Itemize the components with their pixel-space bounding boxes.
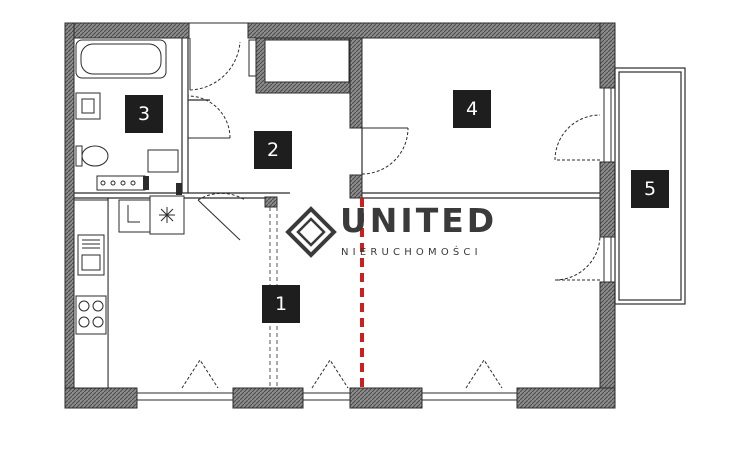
outer-walls (64, 22, 616, 409)
wall-top-left (64, 22, 190, 39)
room-label-4: 4 (453, 90, 491, 128)
windows (137, 22, 612, 401)
wall-bottom-2 (232, 387, 304, 409)
wall-bottom-1 (64, 387, 138, 409)
wall-right-upper (599, 22, 616, 89)
wardrobe (264, 39, 350, 83)
washbasin-bowl (81, 98, 95, 114)
room-label-2: 2 (254, 131, 292, 169)
toilet-tank (75, 145, 83, 167)
burner-3 (78, 316, 90, 328)
wall-room4-left-lower (349, 174, 363, 199)
room-label-5: 5 (631, 170, 669, 208)
wall-bottom-3 (349, 387, 423, 409)
bathroom-fixtures (75, 39, 185, 235)
wall-pillar-small (264, 196, 278, 208)
sink-drainer (82, 239, 100, 249)
doors (181, 38, 601, 389)
burner-1 (78, 300, 90, 312)
fixture-dark-marks (143, 176, 182, 195)
wall-bottom-4 (516, 387, 616, 409)
burner-2 (92, 300, 104, 312)
diamond-logo-icon (285, 206, 337, 258)
washing-machine (147, 149, 179, 173)
sink-bowl (81, 254, 101, 271)
wardrobe-door (248, 39, 257, 77)
dashed-partition (269, 207, 278, 388)
cooktop (75, 295, 107, 335)
kitchen-fixtures (73, 199, 109, 389)
bathtub-inner (80, 43, 162, 75)
shaft (118, 199, 151, 233)
wall-top-right (247, 22, 616, 39)
kitchen-counter (73, 199, 109, 389)
room-label-1: 1 (262, 285, 300, 323)
toilet-bowl (81, 145, 109, 167)
watermark-tagline: NIERUCHOMOŚCI (341, 247, 482, 258)
wall-left (64, 22, 75, 409)
balcony (614, 67, 686, 305)
watermark-brand: UNITED (340, 201, 498, 240)
bathroom-fixture-details (100, 180, 175, 223)
wall-right-mid (599, 161, 616, 238)
room-label-3: 3 (125, 95, 163, 133)
burner-4 (92, 316, 104, 328)
wall-room4-left-upper (349, 37, 363, 129)
